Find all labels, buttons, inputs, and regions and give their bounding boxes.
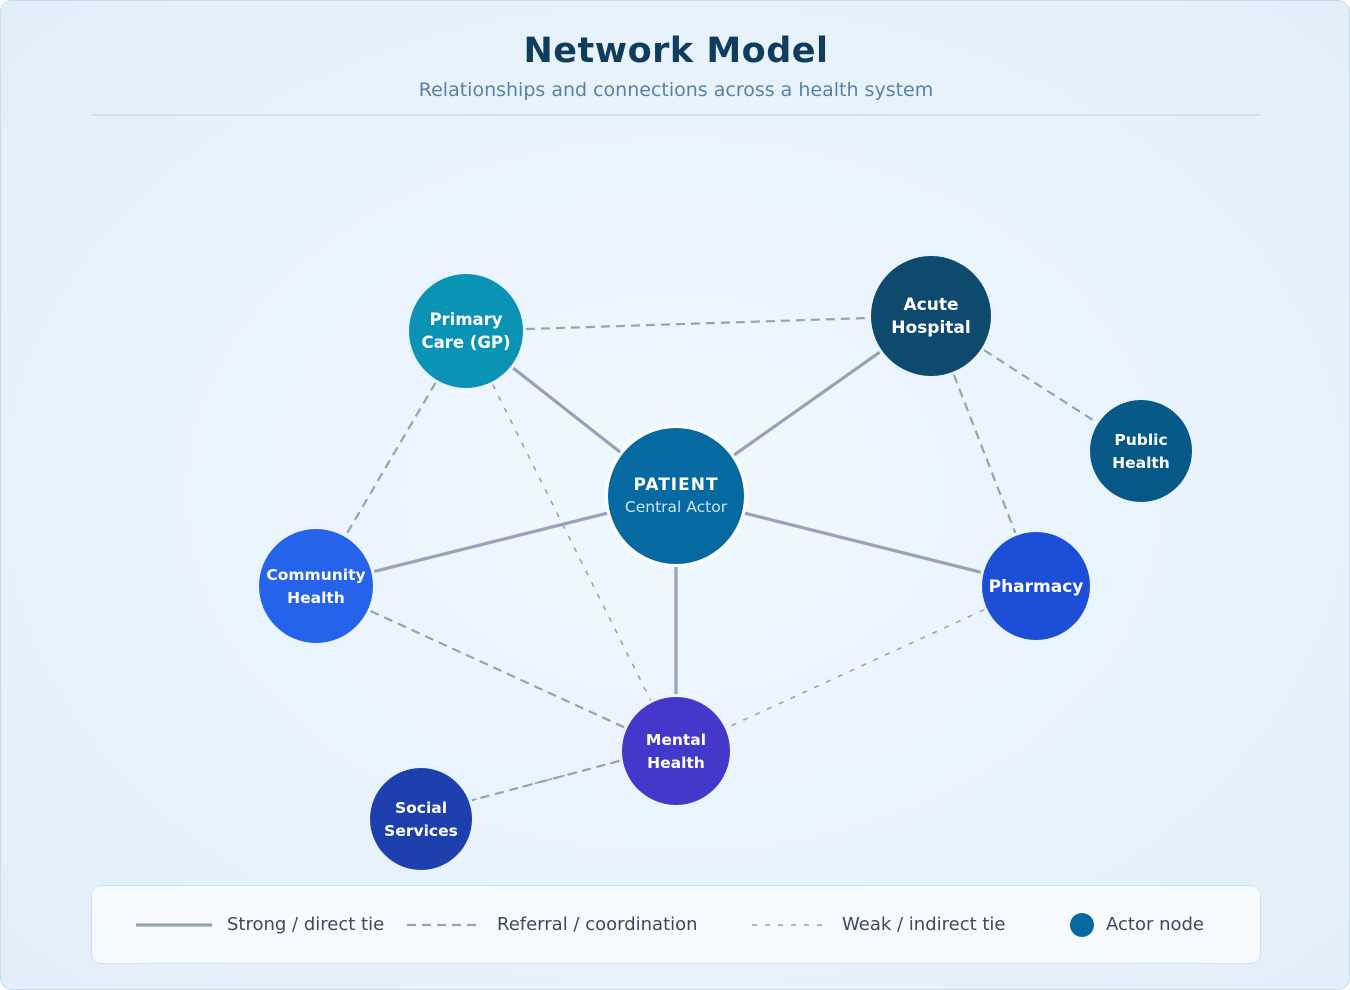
edge-hospital-pharmacy bbox=[952, 374, 1017, 534]
node-social-sublabel: Services bbox=[384, 822, 458, 840]
edge-patient-gp bbox=[512, 366, 622, 454]
node-mental-circle bbox=[622, 697, 730, 805]
node-patient-circle bbox=[608, 428, 744, 564]
edge-pharmacy-mental bbox=[727, 609, 985, 728]
node-public-circle bbox=[1090, 400, 1192, 502]
node-community-label: Community bbox=[266, 566, 365, 584]
node-patient[interactable]: PATIENT Central Actor bbox=[605, 425, 747, 567]
strong-tie-swatch bbox=[136, 922, 212, 927]
node-mental-sublabel: Health bbox=[647, 754, 705, 772]
node-mental-label: Mental bbox=[646, 731, 706, 749]
header-divider bbox=[91, 114, 1261, 116]
node-community-circle bbox=[259, 529, 373, 643]
node-gp-sublabel: Care (GP) bbox=[421, 333, 510, 352]
legend-label-referral: Referral / coordination bbox=[497, 914, 698, 935]
node-gp-label: Primary bbox=[429, 310, 502, 329]
actor-node-swatch bbox=[1070, 912, 1094, 937]
legend-item-weak: Weak / indirect tie bbox=[752, 886, 1006, 963]
node-community-sublabel: Health bbox=[287, 589, 345, 607]
edge-mental-social bbox=[471, 759, 620, 802]
node-hospital-label: Acute bbox=[904, 295, 959, 315]
edge-patient-community bbox=[373, 511, 608, 574]
node-hospital-sublabel: Hospital bbox=[891, 318, 970, 338]
referral-tie-swatch bbox=[407, 923, 477, 926]
weak-tie-swatch bbox=[752, 923, 822, 926]
legend-label-weak: Weak / indirect tie bbox=[842, 914, 1006, 935]
node-pharmacy-circle bbox=[982, 532, 1090, 640]
legend-item-strong: Strong / direct tie bbox=[136, 886, 384, 963]
diagram-subtitle: Relationships and connections across a h… bbox=[418, 79, 934, 101]
edge-hospital-public bbox=[983, 349, 1097, 423]
node-public-sublabel: Health bbox=[1112, 454, 1170, 472]
node-hospital-circle bbox=[871, 256, 991, 376]
legend-item-node: Actor node bbox=[1070, 886, 1204, 963]
legend-label-strong: Strong / direct tie bbox=[227, 914, 385, 935]
node-patient-sublabel: Central Actor bbox=[625, 498, 728, 516]
node-social-circle bbox=[370, 768, 472, 870]
edge-gp-hospital bbox=[525, 316, 869, 331]
edge-community-mental bbox=[370, 609, 625, 729]
legend: Strong / direct tie Referral / coordinat… bbox=[91, 885, 1261, 964]
legend-label-node: Actor node bbox=[1106, 914, 1205, 935]
node-gp-circle bbox=[409, 274, 523, 388]
edge-patient-hospital bbox=[733, 351, 881, 457]
node-pharmacy-label: Pharmacy bbox=[989, 577, 1084, 597]
node-public-label: Public bbox=[1114, 431, 1167, 449]
edges-layer bbox=[345, 316, 1097, 802]
node-patient-label: PATIENT bbox=[633, 475, 718, 495]
legend-item-referral: Referral / coordination bbox=[407, 886, 698, 963]
node-pharmacy[interactable]: Pharmacy bbox=[982, 532, 1090, 640]
diagram-title: Network Model bbox=[523, 31, 829, 71]
edge-gp-community bbox=[345, 382, 437, 535]
node-social-label: Social bbox=[395, 799, 447, 817]
edge-patient-pharmacy bbox=[744, 511, 982, 574]
